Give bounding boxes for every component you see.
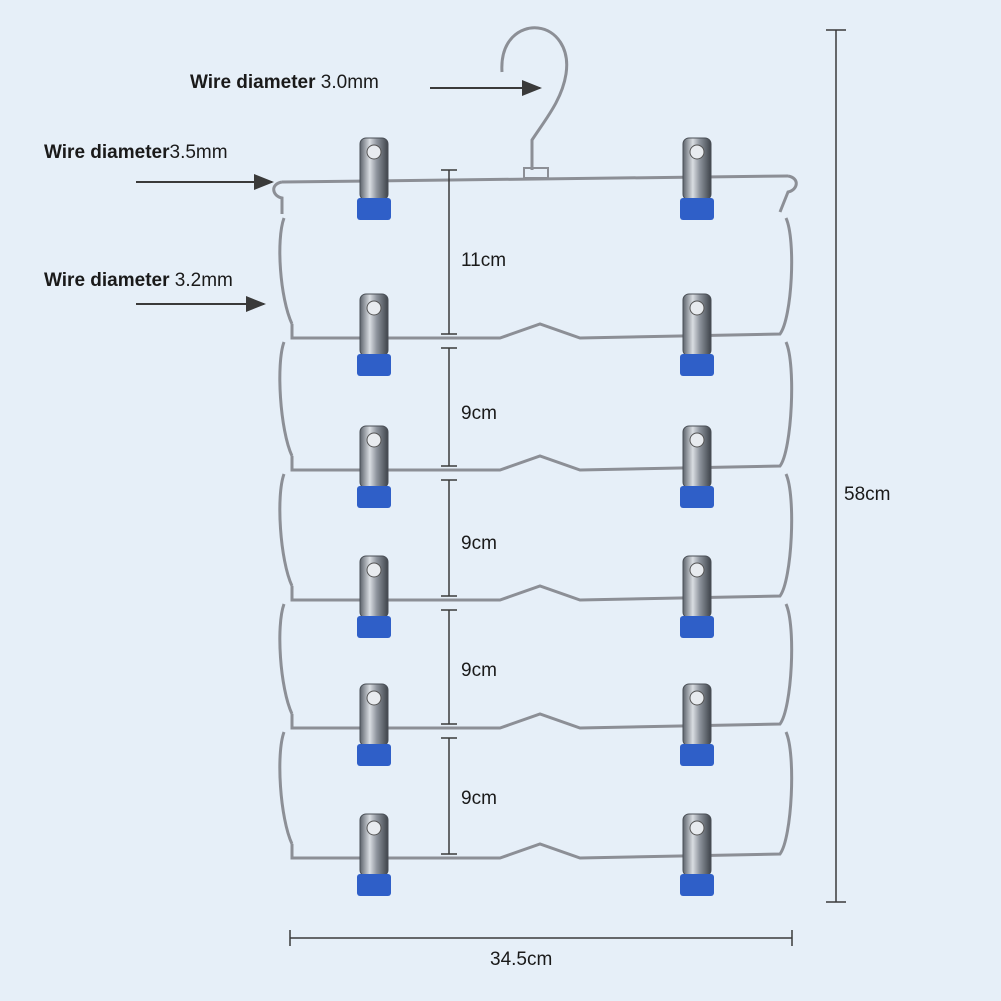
gap-label-5: 9cm xyxy=(461,788,497,809)
clip xyxy=(680,683,714,766)
hanger-top-bar xyxy=(272,174,798,214)
gap-label-3: 9cm xyxy=(461,533,497,554)
clip xyxy=(680,813,714,896)
hook-wire-label-text: Wire diameter xyxy=(190,72,316,93)
clip-rivet xyxy=(689,562,705,578)
clip-cap xyxy=(680,616,714,638)
clip-cap xyxy=(357,616,391,638)
clip-rivet xyxy=(689,300,705,316)
hanger-clips xyxy=(357,137,714,896)
clip-rivet xyxy=(689,144,705,160)
total-width-label: 34.5cm xyxy=(490,949,553,970)
gap-label-2: 9cm xyxy=(461,403,497,424)
tier-gap-dimensions xyxy=(441,169,457,855)
top-bar-wire-label-text: Wire diameter xyxy=(44,142,170,163)
clip xyxy=(680,293,714,376)
frame-wire-value: 3.2mm xyxy=(174,270,233,291)
clip-cap xyxy=(680,744,714,766)
clip xyxy=(357,555,391,638)
tier-frame xyxy=(278,731,794,860)
gap-label-4: 9cm xyxy=(461,660,497,681)
clip xyxy=(357,425,391,508)
hook-wire-label: Wire diameter 3.0mm xyxy=(190,72,379,94)
tier-frame xyxy=(278,217,794,340)
clip-cap xyxy=(357,198,391,220)
frame-wire-label: Wire diameter 3.2mm xyxy=(44,270,233,292)
clip xyxy=(680,555,714,638)
clip-rivet xyxy=(689,820,705,836)
clip-rivet xyxy=(366,432,382,448)
clip xyxy=(357,293,391,376)
clip xyxy=(680,137,714,220)
clip xyxy=(357,137,391,220)
clip-cap xyxy=(357,486,391,508)
clip-cap xyxy=(680,198,714,220)
top-bar-wire-label: Wire diameter3.5mm xyxy=(44,142,228,164)
hanger-hook xyxy=(500,26,569,179)
clip-rivet xyxy=(689,690,705,706)
clip-cap xyxy=(357,354,391,376)
hook-wire-value: 3.0mm xyxy=(320,72,379,93)
clip-rivet xyxy=(366,144,382,160)
clip-rivet xyxy=(366,562,382,578)
clip-cap xyxy=(680,354,714,376)
total-width-dimension xyxy=(289,930,793,946)
total-height-label: 58cm xyxy=(844,484,891,505)
clip xyxy=(357,683,391,766)
top-bar-wire-value: 3.5mm xyxy=(169,142,228,163)
total-height-dimension xyxy=(826,29,846,903)
clip xyxy=(357,813,391,896)
frame-wire-label-text: Wire diameter xyxy=(44,270,170,291)
tier-frame xyxy=(278,341,794,472)
callout-arrows xyxy=(136,80,542,312)
clip-cap xyxy=(357,744,391,766)
hanger-tiers xyxy=(278,217,794,860)
clip-cap xyxy=(680,486,714,508)
clip-rivet xyxy=(366,300,382,316)
clip xyxy=(680,425,714,508)
tier-frame xyxy=(278,473,794,602)
clip-rivet xyxy=(366,820,382,836)
clip-rivet xyxy=(689,432,705,448)
clip-cap xyxy=(357,874,391,896)
clip-cap xyxy=(680,874,714,896)
tier-frame xyxy=(278,603,794,730)
gap-label-1: 11cm xyxy=(461,250,507,271)
clip-rivet xyxy=(366,690,382,706)
